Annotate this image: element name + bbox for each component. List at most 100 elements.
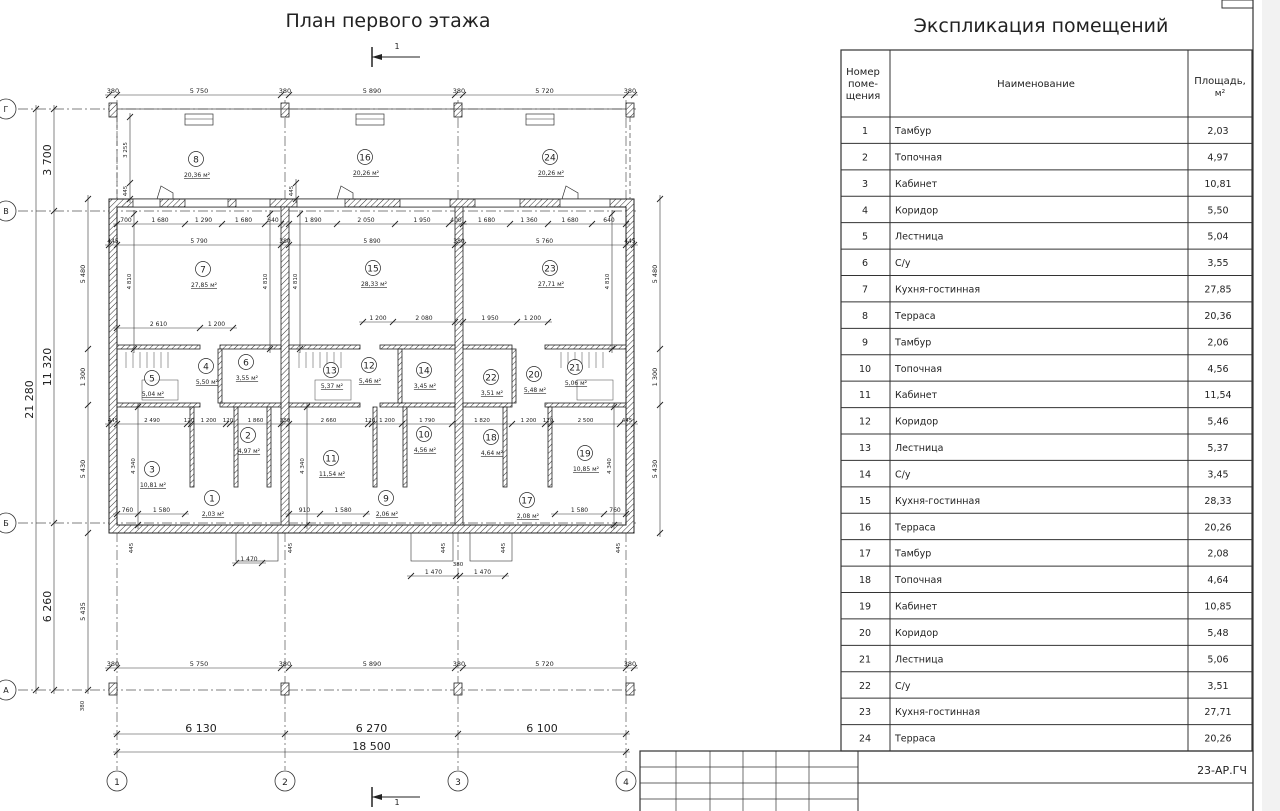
axis-bubble xyxy=(447,770,469,792)
partition xyxy=(397,348,403,404)
room-number: 6 xyxy=(243,359,249,369)
partition xyxy=(266,406,272,488)
room-number-circle xyxy=(542,260,558,276)
dim-tick xyxy=(398,420,406,428)
section-mark-label: 1 xyxy=(394,798,399,807)
axis-label-col: 3 xyxy=(455,778,461,788)
axis-label-row: Б xyxy=(3,519,9,528)
dim-vertical: 4 340 xyxy=(607,458,613,474)
dim-tick xyxy=(622,730,630,738)
room-area: 20,26 м² xyxy=(353,170,380,177)
axis-bubble xyxy=(0,98,17,120)
partition xyxy=(233,406,239,488)
dim-tick xyxy=(508,420,516,428)
cell-room-number: 21 xyxy=(859,654,871,665)
dim-row2: 1 290 xyxy=(195,217,212,224)
room-number: 9 xyxy=(383,495,389,505)
cell-room-number: 4 xyxy=(862,205,868,216)
dim-tick xyxy=(551,510,559,518)
room-area: 28,33 м² xyxy=(361,281,388,288)
room-area: 3,45 м² xyxy=(414,383,437,390)
dim-tick xyxy=(547,420,555,428)
room-label-2: 24,97 м² xyxy=(238,427,261,455)
dim-porch: 1 470 xyxy=(425,569,442,576)
dim-tick xyxy=(630,91,638,99)
cell-room-number: 3 xyxy=(862,179,868,190)
cell-room-name: Кабинет xyxy=(895,390,938,401)
dim-tick xyxy=(451,664,459,672)
axis-label-col: 1 xyxy=(114,778,120,788)
cell-room-name: Коридор xyxy=(895,205,938,216)
room-area: 20,36 м² xyxy=(184,172,211,179)
dim-tick xyxy=(113,324,121,332)
dim-row5: 2 490 xyxy=(144,418,160,424)
room-number: 3 xyxy=(149,466,155,476)
door-swing xyxy=(561,185,579,200)
room-number: 20 xyxy=(528,371,540,381)
cell-room-area: 3,55 xyxy=(1207,258,1228,269)
dim-tick xyxy=(303,521,311,529)
dim-row5: 2 500 xyxy=(578,418,594,424)
dim-tick xyxy=(285,220,293,228)
dim-top: 5 750 xyxy=(190,87,209,95)
partition xyxy=(462,402,513,408)
cell-room-number: 24 xyxy=(859,734,871,745)
cell-room-name: Коридор xyxy=(895,628,938,639)
dim-bottom: 5 750 xyxy=(190,660,209,668)
dim-tick xyxy=(130,345,138,353)
cell-room-name: Тамбур xyxy=(894,549,931,560)
room-number: 12 xyxy=(363,362,374,372)
dim-tick xyxy=(656,195,664,203)
room-label-17: 172,08 м² xyxy=(517,492,540,520)
room-number-circle xyxy=(416,426,432,442)
dim-tick xyxy=(600,510,608,518)
dim-row6: 1 580 xyxy=(153,507,170,514)
cell-room-area: 5,50 xyxy=(1207,205,1228,216)
dim-row6: 760 xyxy=(122,507,134,514)
dim-vertical: 4 340 xyxy=(131,458,137,474)
dim-tick xyxy=(454,730,462,738)
room-number: 24 xyxy=(544,154,556,164)
dim-tick xyxy=(610,521,618,529)
header-name: Наименование xyxy=(997,79,1075,90)
dim-tick xyxy=(266,345,274,353)
dim-row5: 1 200 xyxy=(379,418,395,424)
room-label-13: 135,37 м² xyxy=(321,362,344,390)
cell-room-name: Кабинет xyxy=(895,602,938,613)
cell-room-area: 5,06 xyxy=(1207,654,1228,665)
dim-column: 380 xyxy=(80,700,86,711)
dim-row2: 400 xyxy=(450,217,462,224)
dim-tick xyxy=(622,220,630,228)
partition xyxy=(116,344,201,350)
room-number: 10 xyxy=(418,431,430,441)
dim-tick xyxy=(630,241,638,249)
dim-wall-offset: 445 xyxy=(288,542,294,553)
stair-flight xyxy=(314,379,352,401)
room-number: 15 xyxy=(367,265,378,275)
dim-tick xyxy=(610,403,618,411)
dim-right: 1 300 xyxy=(651,368,659,387)
room-area: 5,37 м² xyxy=(321,383,344,390)
dim-tick xyxy=(459,664,467,672)
cell-room-area: 20,26 xyxy=(1204,734,1231,745)
partition xyxy=(502,406,508,488)
dim-tick xyxy=(296,345,304,353)
dim-top: 5 890 xyxy=(363,87,382,95)
dim-left-outer: 11 320 xyxy=(41,348,54,387)
dim-tick xyxy=(451,241,459,249)
dim-tick xyxy=(616,420,624,428)
dim-tick xyxy=(277,664,285,672)
cell-room-area: 2,08 xyxy=(1207,549,1228,560)
title-block xyxy=(639,750,1254,811)
dim-tick xyxy=(113,241,121,249)
cell-room-number: 1 xyxy=(862,126,868,137)
axis-label-row: В xyxy=(3,207,9,216)
